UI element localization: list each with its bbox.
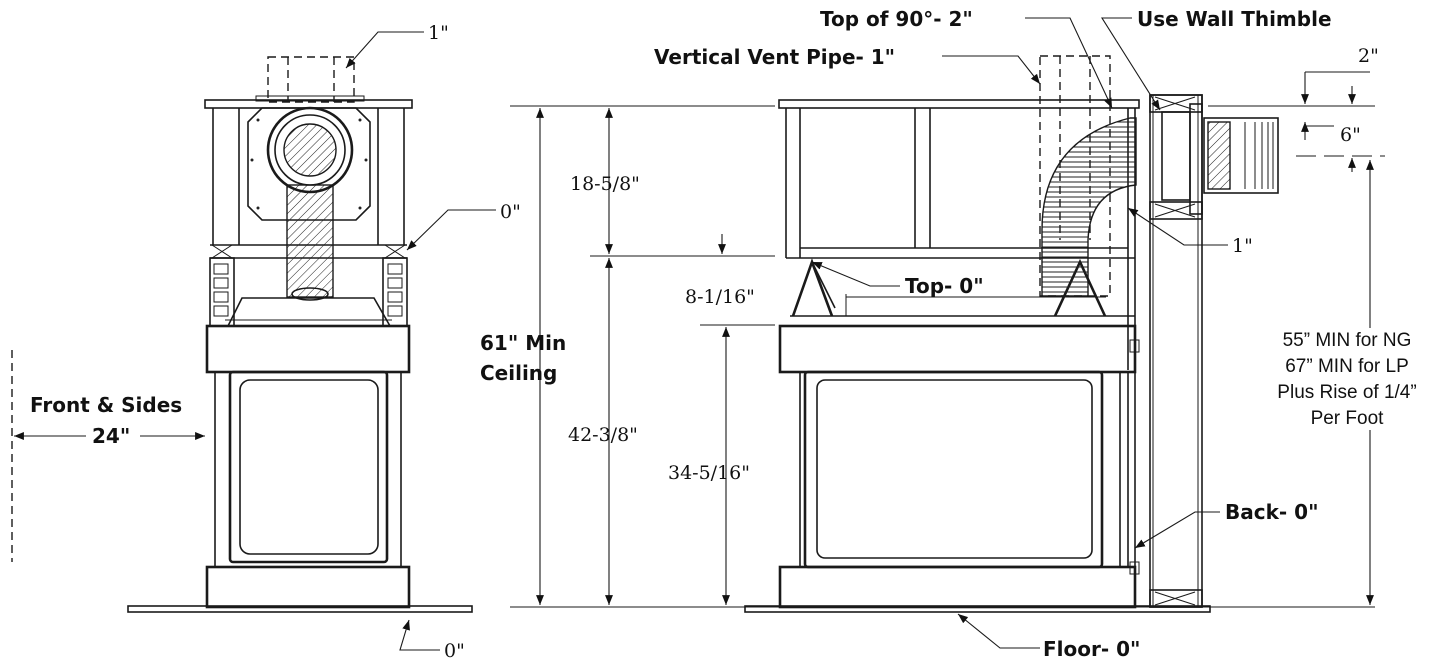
rise-label: Plus Rise of 1/4” xyxy=(1277,382,1416,403)
vertical-vent-label: Vertical Vent Pipe- 1" xyxy=(654,45,895,69)
side-header xyxy=(778,324,1137,374)
front-header xyxy=(205,324,411,374)
wall xyxy=(1149,94,1203,608)
side-top-cap xyxy=(778,99,1140,109)
chimney-clearance-front xyxy=(267,56,355,103)
side-view: 61" Min Ceiling 18-5/8" 42-3/8" 8-1/16" … xyxy=(480,7,1444,661)
wall-thimble xyxy=(1161,111,1191,201)
chimney-1-label: 1" xyxy=(428,22,449,44)
dim-6-label: 6" xyxy=(1340,124,1361,146)
side-glass-frame xyxy=(803,370,1104,569)
front-24-label: 24" xyxy=(92,424,130,448)
front-base xyxy=(205,565,411,609)
ceiling-label-1: 61" Min xyxy=(480,331,566,355)
front-view: Front & Sides 24" 1" 0" 0" xyxy=(11,22,521,662)
min-ng-label: 55” MIN for NG xyxy=(1283,330,1412,351)
per-foot-label: Per Foot xyxy=(1311,408,1385,429)
top-0-label: Top- 0" xyxy=(905,274,984,298)
front-glass xyxy=(239,379,379,555)
back-0-label: Back- 0" xyxy=(1225,500,1319,524)
termination-cap xyxy=(1203,117,1279,194)
floor-0-label: Floor- 0" xyxy=(1043,637,1140,661)
wall-thimble-label: Use Wall Thimble xyxy=(1137,7,1332,31)
front-glass-frame xyxy=(228,370,389,564)
dim-34-label: 34-5/16" xyxy=(668,462,750,484)
vent-pipe-front xyxy=(286,184,334,298)
front-sides-label: Front & Sides xyxy=(30,393,182,417)
dim-42-label: 42-3/8" xyxy=(568,424,638,446)
dim-2-label: 2" xyxy=(1358,45,1379,67)
ceiling-label-2: Ceiling xyxy=(480,361,557,385)
dim-18-label: 18-5/8" xyxy=(570,173,640,195)
vent-plate xyxy=(247,107,371,221)
min-lp-label: 67” MIN for LP xyxy=(1285,356,1409,377)
elbow-pipe xyxy=(1041,117,1137,297)
side-base xyxy=(778,565,1137,609)
dim-8-label: 8-1/16" xyxy=(685,286,755,308)
elbow-1-label: 1" xyxy=(1232,235,1253,257)
side-glass xyxy=(816,379,1093,559)
side-0-label: 0" xyxy=(500,201,521,223)
bottom-0-label: 0" xyxy=(444,640,465,662)
top-of-90-label: Top of 90°- 2" xyxy=(820,7,973,31)
